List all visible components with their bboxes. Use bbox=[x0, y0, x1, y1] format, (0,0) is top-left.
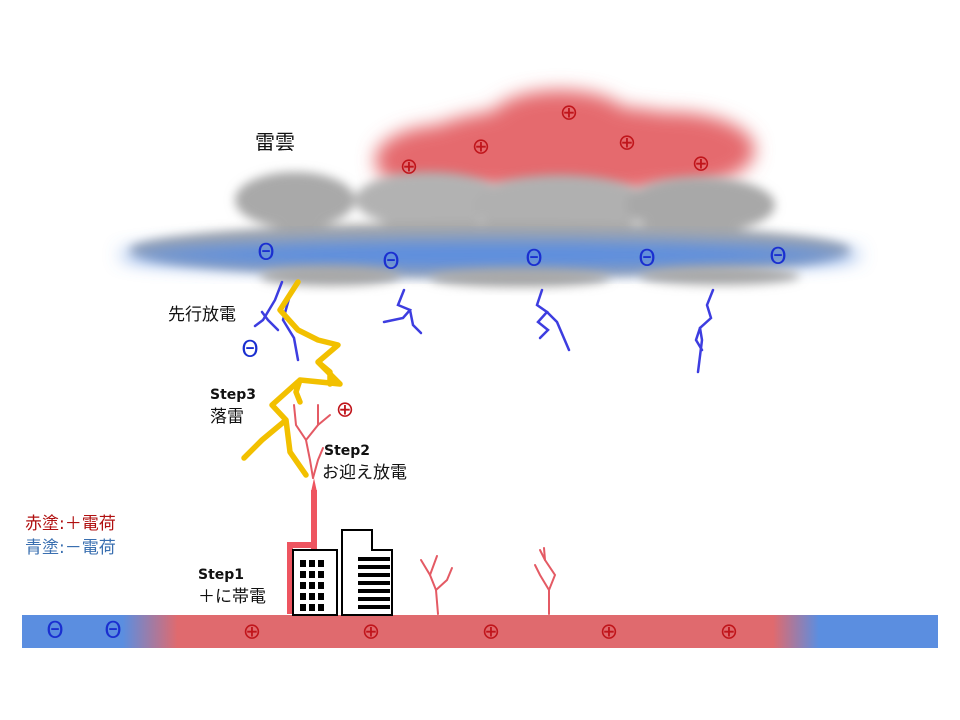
building-tower-group bbox=[287, 478, 393, 616]
negative-charge-icon: Θ bbox=[769, 245, 786, 270]
positive-charge-icon: ⊕ bbox=[560, 101, 578, 126]
negative-charge-icon: Θ bbox=[241, 338, 258, 363]
cloud-fringe bbox=[260, 266, 800, 287]
building-right-stripes bbox=[358, 557, 390, 609]
step3-heading: Step3 bbox=[210, 387, 257, 403]
step1-text: ＋に帯電 bbox=[198, 587, 266, 607]
negative-charge-icon: Θ bbox=[257, 241, 274, 266]
negative-charge-icon: Θ bbox=[525, 247, 542, 272]
step1-heading: Step1 bbox=[198, 567, 245, 583]
cloud-title: 雷雲 bbox=[255, 130, 295, 154]
step2-text: お迎え放電 bbox=[322, 463, 407, 483]
positive-charge-icon: ⊕ bbox=[243, 620, 261, 645]
positive-charge-icon: ⊕ bbox=[482, 620, 500, 645]
positive-charge-icon: ⊕ bbox=[600, 620, 618, 645]
positive-charge-icon: ⊕ bbox=[336, 398, 354, 423]
legend-negative: 青塗:－電荷 bbox=[25, 538, 116, 558]
upward-streamers bbox=[293, 404, 557, 615]
ground-strip bbox=[22, 615, 938, 648]
leader-label: 先行放電 bbox=[168, 305, 236, 325]
positive-charge-icon: ⊕ bbox=[720, 620, 738, 645]
tower-mast bbox=[311, 490, 317, 550]
tower-top bbox=[311, 478, 317, 492]
positive-charge-icon: ⊕ bbox=[400, 155, 418, 180]
step2-heading: Step2 bbox=[324, 443, 371, 459]
charged-pipe bbox=[287, 542, 316, 614]
step3-text: 落雷 bbox=[210, 407, 244, 427]
negative-charge-icon: Θ bbox=[104, 619, 121, 644]
positive-charge-icon: ⊕ bbox=[362, 620, 380, 645]
stepped-leaders bbox=[253, 280, 715, 374]
positive-charge-icon: ⊕ bbox=[692, 152, 710, 177]
cloud-negative-region bbox=[120, 239, 860, 271]
negative-charge-icon: Θ bbox=[382, 250, 399, 275]
charge-symbols: ⊕ ⊕ ⊕ ⊕ ⊕ Θ Θ Θ Θ Θ Θ ⊕ Θ Θ ⊕ ⊕ ⊕ ⊕ ⊕ bbox=[46, 101, 786, 645]
building-right bbox=[341, 529, 393, 616]
legend-positive: 赤塗:＋電荷 bbox=[25, 514, 116, 534]
thundercloud bbox=[120, 90, 860, 287]
positive-charge-icon: ⊕ bbox=[472, 135, 490, 160]
negative-charge-icon: Θ bbox=[46, 619, 63, 644]
legend: 赤塗:＋電荷 青塗:－電荷 bbox=[25, 512, 116, 560]
building-left-windows bbox=[300, 560, 324, 611]
lightning-bolt bbox=[241, 279, 343, 478]
negative-charge-icon: Θ bbox=[638, 247, 655, 272]
positive-charge-icon: ⊕ bbox=[618, 131, 636, 156]
